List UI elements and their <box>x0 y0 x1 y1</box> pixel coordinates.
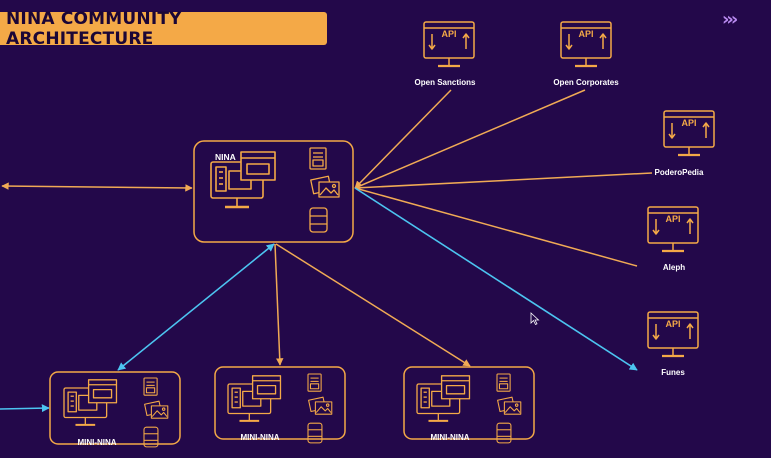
svg-text:API: API <box>441 29 456 39</box>
svg-text:API: API <box>681 118 696 128</box>
page-title: NINA COMMUNITY ARCHITECTURE <box>6 8 182 49</box>
api-funes-icon: API <box>646 310 700 358</box>
mini-nina-label-1: MINI-NINA <box>77 438 117 447</box>
nina-node <box>193 140 354 243</box>
connectors <box>0 89 653 413</box>
connector-aleph <box>354 187 638 267</box>
mini-nina-node-3 <box>403 366 535 444</box>
next-slide-chevron-icon[interactable]: ››› <box>722 9 738 30</box>
mouse-cursor-icon <box>530 312 540 326</box>
nina-label: NINA <box>215 152 236 162</box>
connector-funes <box>354 187 638 371</box>
api-poderopedia-icon: API <box>662 109 716 157</box>
api-aleph-icon: API <box>646 205 700 253</box>
api-label-aleph: Aleph <box>662 263 686 272</box>
mini-nina-label-3: MINI-NINA <box>430 433 470 442</box>
connector-left-nina <box>1 182 193 192</box>
api-label-poderopedia: PoderoPedia <box>654 168 704 177</box>
mini-nina-node-2 <box>214 366 346 444</box>
svg-text:API: API <box>665 214 680 224</box>
connector-poderopedia <box>354 172 653 189</box>
mini-nina-node-1 <box>49 371 181 448</box>
title-banner: NINA COMMUNITY ARCHITECTURE <box>0 9 327 49</box>
svg-text:API: API <box>665 319 680 329</box>
connector-nina-mini-3 <box>275 243 471 367</box>
api-label-open-sanctions: Open Sanctions <box>414 78 476 87</box>
api-label-open-corporates: Open Corporates <box>553 78 619 87</box>
connector-open-corporates <box>354 89 586 189</box>
api-label-funes: Funes <box>661 368 685 377</box>
svg-text:API: API <box>578 29 593 39</box>
connector-left-mini-1 <box>0 404 50 413</box>
connector-open-sanctions <box>354 89 452 189</box>
connector-nina-mini-2 <box>274 243 284 366</box>
api-open-sanctions-icon: API <box>422 20 476 68</box>
mini-nina-label-2: MINI-NINA <box>240 433 280 442</box>
connector-nina-mini-1 <box>117 243 275 371</box>
api-open-corporates-icon: API <box>559 20 613 68</box>
